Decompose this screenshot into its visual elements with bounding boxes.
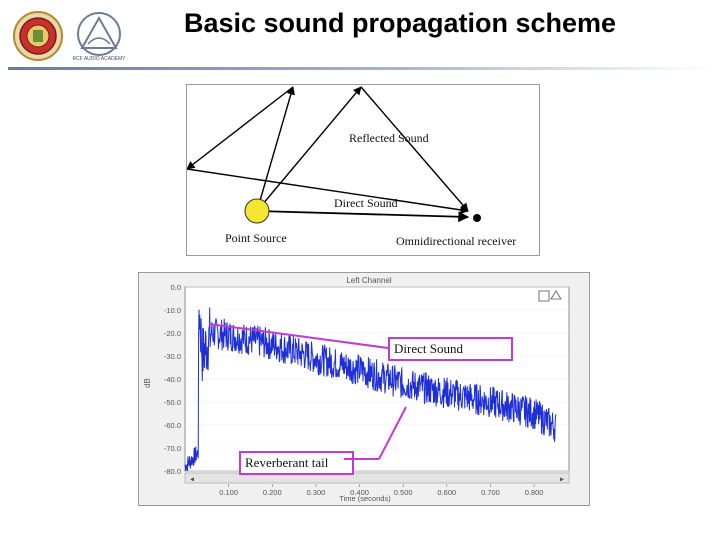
y-tick-label: -80.0 bbox=[164, 467, 181, 476]
propagation-drawing bbox=[187, 86, 481, 224]
y-tick-label: 0.0 bbox=[171, 283, 181, 292]
x-tick-label: 0.100 bbox=[219, 488, 238, 497]
academy-logo: RCF AUDIO ACADEMY bbox=[72, 12, 126, 62]
academy-logo-text: RCF AUDIO ACADEMY bbox=[72, 56, 126, 62]
impulse-response-chart: 0.0 -10.0 -20.0 -30.0 -40.0 -50.0 -60.0 -70.0 -8… bbox=[138, 272, 590, 506]
y-tick-label: -10.0 bbox=[164, 306, 181, 315]
scroll-right-icon[interactable]: ▸ bbox=[560, 475, 564, 484]
y-axis-label: dB bbox=[143, 378, 152, 388]
y-tick-label: -40.0 bbox=[164, 375, 181, 384]
page-title: Basic sound propagation scheme bbox=[183, 8, 617, 38]
university-seal-logo bbox=[13, 11, 63, 61]
x-tick-label: 0.800 bbox=[525, 488, 544, 497]
propagation-diagram: Reflected Sound Direct Sound Point Sourc… bbox=[186, 84, 540, 256]
y-tick-label: -50.0 bbox=[164, 398, 181, 407]
reflected-ray-2 bbox=[187, 86, 294, 170]
x-tick-label: 0.500 bbox=[394, 488, 413, 497]
y-tick-label: -70.0 bbox=[164, 444, 181, 453]
direct-ray bbox=[256, 210, 470, 223]
reverberant-tail-callout: Reverberant tail bbox=[239, 451, 354, 475]
x-tick-label: 0.700 bbox=[481, 488, 500, 497]
header-divider bbox=[8, 67, 712, 70]
point-source-icon bbox=[244, 198, 270, 224]
chart-tool-icon[interactable] bbox=[538, 290, 562, 302]
x-tick-label: 0.600 bbox=[437, 488, 456, 497]
reflected-ray-5 bbox=[360, 86, 469, 212]
x-axis-label: Time (seconds) bbox=[339, 494, 391, 503]
reflected-ray-4 bbox=[256, 86, 362, 212]
point-source-label: Point Source bbox=[225, 231, 287, 245]
receiver-label: Omnidirectional receiver bbox=[396, 234, 517, 248]
x-tick-label: 0.200 bbox=[263, 488, 282, 497]
receiver-icon bbox=[473, 214, 481, 222]
y-tick-label: -20.0 bbox=[164, 329, 181, 338]
y-tick-label: -30.0 bbox=[164, 352, 181, 361]
scroll-left-icon[interactable]: ◂ bbox=[190, 475, 194, 484]
chart-canvas: 0.0 -10.0 -20.0 -30.0 -40.0 -50.0 -60.0 -70.0 -8… bbox=[143, 276, 570, 503]
direct-sound-callout: Direct Sound bbox=[388, 337, 513, 361]
impulse-response-line bbox=[184, 307, 557, 472]
reflected-ray-3 bbox=[187, 168, 469, 215]
y-tick-label: -60.0 bbox=[164, 421, 181, 430]
chart-title: Left Channel bbox=[346, 276, 392, 285]
x-tick-label: 0.400 bbox=[350, 488, 369, 497]
horizontal-scrollbar[interactable] bbox=[184, 472, 570, 484]
reflected-ray-1 bbox=[256, 86, 295, 212]
reflected-sound-label: Reflected Sound bbox=[349, 131, 429, 145]
x-tick-label: 0.300 bbox=[307, 488, 326, 497]
direct-sound-label: Direct Sound bbox=[334, 196, 398, 210]
